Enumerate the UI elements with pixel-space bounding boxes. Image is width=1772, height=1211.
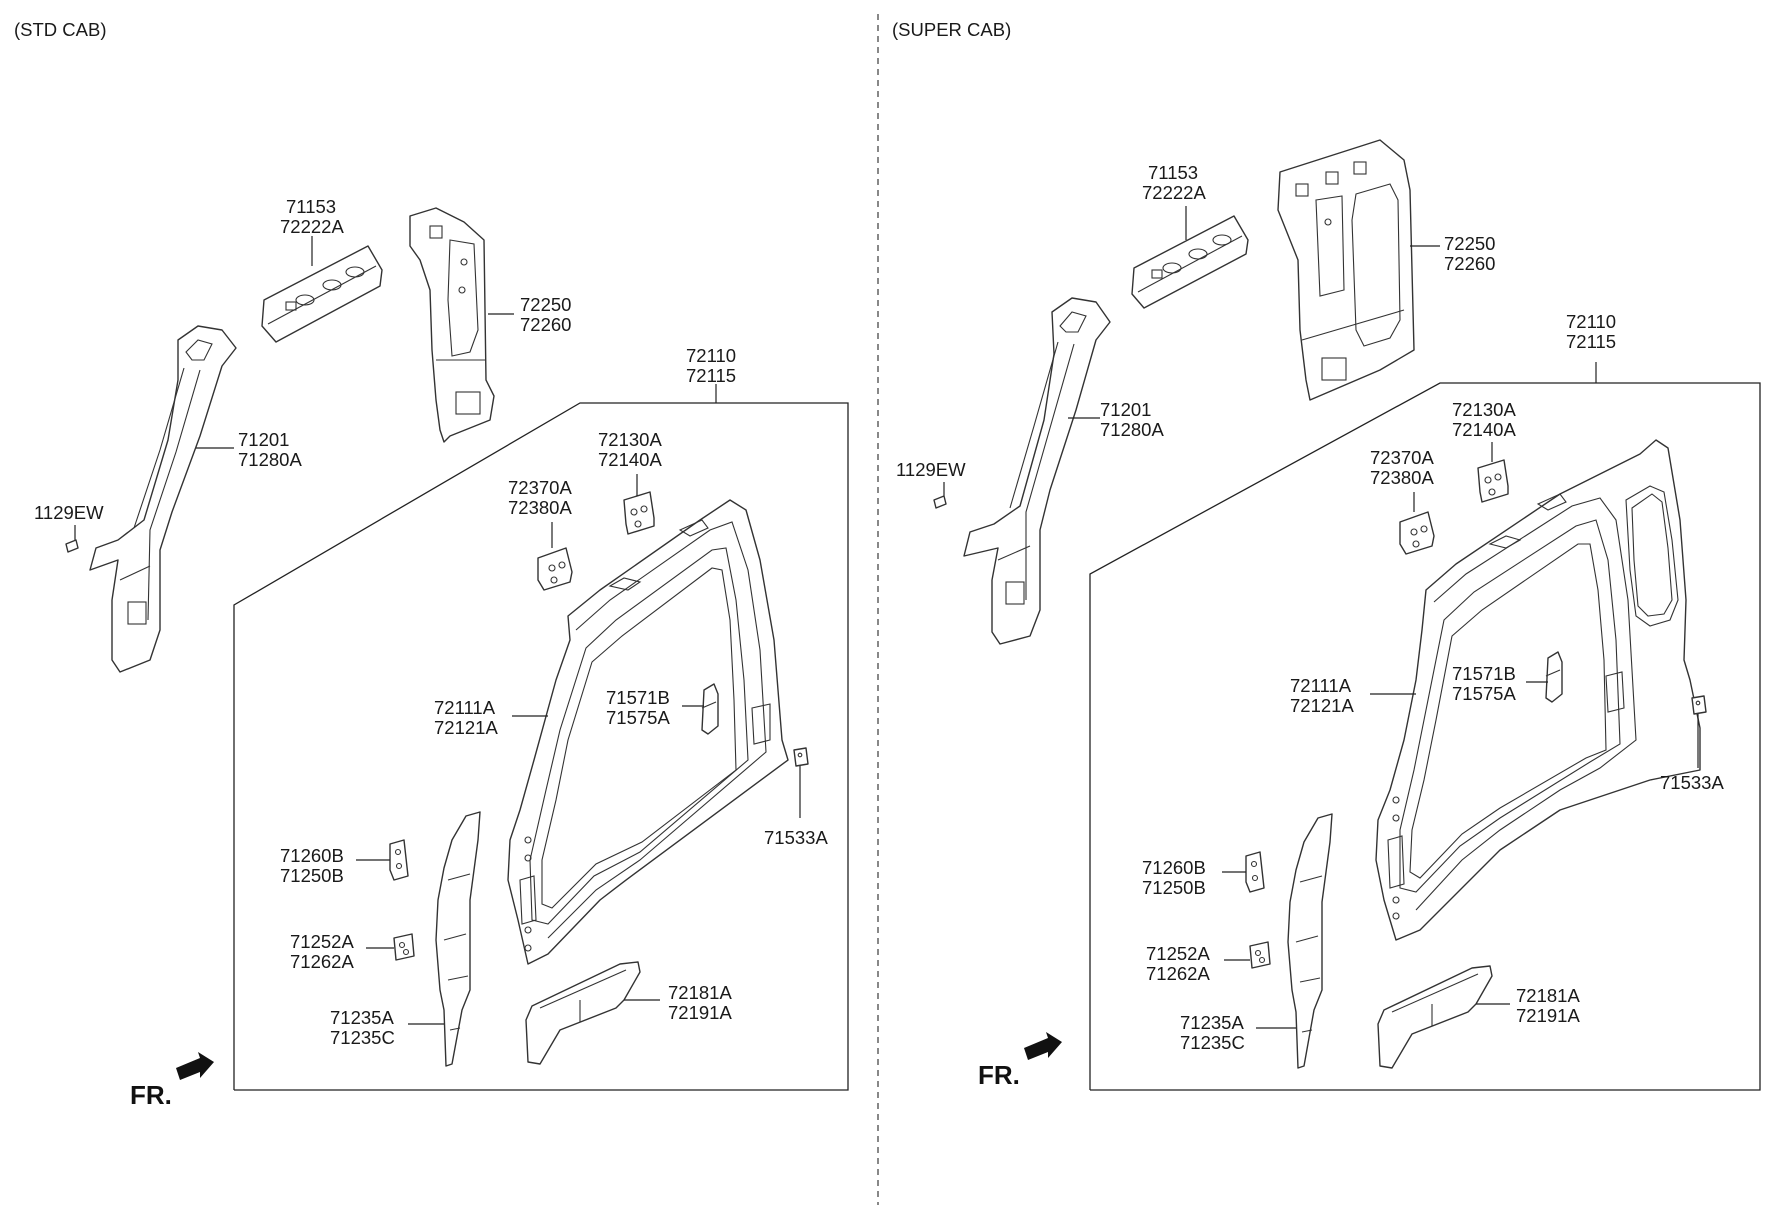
std-hinge-71260B-part (389, 839, 409, 881)
std-label-71262A: 71262A (290, 951, 354, 972)
std-label-71153: 71153 (286, 196, 336, 217)
std-label-1129EW: 1129EW (34, 502, 104, 523)
std-cab-title: (STD CAB) (14, 19, 107, 40)
std-label-71575A: 71575A (606, 707, 670, 728)
super-bracket-72370A-part (1399, 511, 1435, 555)
super-label-72250: 72250 (1444, 233, 1495, 254)
std-label-72121A: 72121A (434, 717, 498, 738)
super-label-72140A: 72140A (1452, 419, 1516, 440)
super-label-72110: 72110 (1566, 311, 1616, 332)
std-a-pillar-part (89, 325, 237, 673)
std-label-71235C: 71235C (330, 1027, 395, 1048)
std-label-72222A: 72222A (280, 216, 344, 237)
std-reinforcement-71571B-part (701, 683, 719, 735)
super-roof-bracket-part (1131, 215, 1249, 309)
super-lower-pillar-part (1287, 813, 1333, 1069)
std-b-pillar-part (409, 207, 495, 443)
std-bracket-72130A-part (623, 491, 655, 535)
std-label-72380A: 72380A (508, 497, 572, 518)
super-label-72260: 72260 (1444, 253, 1495, 274)
super-hinge-71252A-part (1249, 941, 1271, 969)
super-sill-part (1377, 965, 1493, 1069)
std-label-71571B: 71571B (606, 687, 670, 708)
super-cab-title: (SUPER CAB) (892, 19, 1011, 40)
super-label-71260B: 71260B (1142, 857, 1206, 878)
super-label-71533A: 71533A (1660, 772, 1724, 793)
std-label-71260B: 71260B (280, 845, 344, 866)
std-label-71533A: 71533A (764, 827, 828, 848)
super-a-pillar-part (963, 297, 1111, 645)
super-cab-section: (SUPER CAB) (892, 19, 1761, 1091)
super-label-72191A: 72191A (1516, 1005, 1580, 1026)
super-reinforcement-71571B-part (1545, 651, 1563, 703)
std-bolt-icon (65, 539, 79, 553)
super-label-72121A: 72121A (1290, 695, 1354, 716)
super-clip-71533A-part (1691, 695, 1707, 715)
std-label-71252A: 71252A (290, 931, 354, 952)
super-label-71250B: 71250B (1142, 877, 1206, 898)
std-cab-section: (STD CAB) (14, 19, 849, 1110)
super-label-72370A: 72370A (1370, 447, 1434, 468)
super-label-71252A: 71252A (1146, 943, 1210, 964)
std-label-72115: 72115 (686, 365, 736, 386)
std-side-panel-part (507, 499, 789, 965)
std-panel-frame (233, 402, 849, 1091)
super-bracket-72130A-part (1477, 459, 1509, 503)
std-label-71201: 71201 (238, 429, 289, 450)
super-label-72111A: 72111A (1290, 675, 1352, 696)
std-label-72191A: 72191A (668, 1002, 732, 1023)
super-label-72181A: 72181A (1516, 985, 1580, 1006)
super-label-71201: 71201 (1100, 399, 1151, 420)
std-label-71280A: 71280A (238, 449, 302, 470)
super-label-71262A: 71262A (1146, 963, 1210, 984)
super-hinge-71260B-part (1245, 851, 1265, 893)
super-label-72130A: 72130A (1452, 399, 1516, 420)
std-label-71250B: 71250B (280, 865, 344, 886)
super-label-71575A: 71575A (1452, 683, 1516, 704)
std-label-72260: 72260 (520, 314, 571, 335)
super-label-71280A: 71280A (1100, 419, 1164, 440)
std-hinge-71252A-part (393, 933, 415, 961)
std-label-72111A: 72111A (434, 697, 496, 718)
std-bracket-72370A-part (537, 547, 573, 591)
super-label-71235A: 71235A (1180, 1012, 1244, 1033)
super-label-72380A: 72380A (1370, 467, 1434, 488)
std-clip-71533A-part (793, 747, 809, 767)
std-fr-label: FR. (130, 1080, 172, 1110)
super-label-72115: 72115 (1566, 331, 1616, 352)
std-label-72370A: 72370A (508, 477, 572, 498)
std-label-71235A: 71235A (330, 1007, 394, 1028)
std-label-72140A: 72140A (598, 449, 662, 470)
std-roof-bracket-part (261, 245, 383, 343)
std-label-72181A: 72181A (668, 982, 732, 1003)
super-rear-quarter-part (1277, 139, 1415, 401)
super-label-71235C: 71235C (1180, 1032, 1245, 1053)
std-sill-part (525, 961, 641, 1065)
std-label-72130A: 72130A (598, 429, 662, 450)
super-bolt-icon (933, 495, 947, 509)
super-label-71571B: 71571B (1452, 663, 1516, 684)
super-label-1129EW: 1129EW (896, 459, 966, 480)
super-fr-label: FR. (978, 1060, 1020, 1090)
super-label-72222A: 72222A (1142, 182, 1206, 203)
super-side-panel-part (1375, 439, 1701, 941)
std-fr-arrow-icon (176, 1052, 214, 1080)
std-label-72110: 72110 (686, 345, 736, 366)
super-panel-frame (1089, 382, 1761, 1091)
std-lower-pillar-part (435, 811, 481, 1067)
super-label-71153: 71153 (1148, 162, 1198, 183)
super-fr-arrow-icon (1024, 1032, 1062, 1060)
std-label-72250: 72250 (520, 294, 571, 315)
